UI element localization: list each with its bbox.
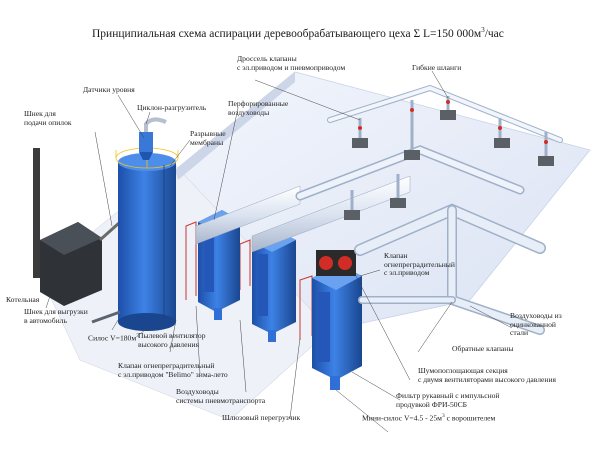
label-boiler: Котельная [6, 295, 40, 304]
label-line: Дроссель клапаны [237, 54, 297, 63]
label-silo: Силос V=180м3 [88, 332, 139, 343]
perforated-duct [195, 175, 411, 253]
label-line: Клапан огнепреградительный [118, 361, 215, 370]
label-line: высокого давления [138, 339, 200, 349]
label-line: огнепреградительный [384, 259, 455, 269]
label-line: Воздуховоды [176, 387, 219, 396]
label-sluice: Шлюзовый перегрузчик [222, 413, 301, 422]
label-line: с эл.приводом "Belimo" зима-лето [118, 369, 228, 379]
mini-silo-tail: с ворошителем [444, 413, 496, 423]
mini-silo-volume: Мини-силос V=4.5 - 25м [362, 413, 442, 423]
label-line: Пылевой вентилятор [138, 331, 206, 340]
label-line: Клапан [384, 251, 408, 260]
label-line: продувкой ФРИ-50СБ [396, 399, 468, 409]
label-line: Разрывные [190, 129, 226, 138]
label-line: с эл.приводом и пневмоприводом [237, 62, 346, 72]
label-mini-silo: Мини-силос V=4.5 - 25м3 с ворошителем [362, 412, 495, 423]
label-line: в автомобиль [24, 315, 67, 325]
label-line: Шнек для выгрузки [24, 307, 88, 316]
label-line: Перфорированные [228, 99, 289, 108]
silo [115, 147, 179, 331]
leader-lines [45, 70, 513, 433]
title-unit: /час [484, 27, 504, 40]
label-check-valves: Обратные клапаны [452, 344, 514, 353]
title-text: Принципиальная схема аспирации деревообр… [92, 27, 482, 40]
label-cyclone: Циклон-разгрузитель [137, 103, 207, 112]
label-line: воздуховоды [228, 107, 270, 117]
workshop-wall [175, 72, 295, 180]
label-line: мембраны [190, 137, 224, 147]
label-line: оцинкованной [510, 319, 556, 329]
label-line: Шнек для [24, 109, 56, 118]
chimney [33, 148, 40, 278]
silo-volume: Силос V=180м [88, 333, 137, 343]
title-sup: 3 [481, 26, 485, 34]
label-line: стали [510, 328, 529, 338]
label-line: Воздуховоды из [510, 311, 562, 320]
label-line: с двумя вентиляторами высокого давления [418, 374, 557, 384]
label-line: подачи опилок [24, 117, 72, 127]
label-line: Шумопоглощающая секция [418, 366, 508, 375]
mini-silos [214, 308, 340, 390]
damper-markers [358, 100, 548, 144]
mini-silo-sup: 3 [441, 413, 445, 419]
label-line: с эл.приводом [384, 268, 430, 278]
diagram-title: Принципиальная схема аспирации деревообр… [92, 26, 552, 40]
label-line: Фильтр рукавный с импульсной [396, 391, 500, 400]
boiler-house-roof [40, 222, 102, 255]
aspiration-ducts [295, 84, 563, 335]
silo-volume-sup: 3 [136, 333, 139, 339]
label-level-sensors: Датчики уровня [83, 85, 135, 94]
label-flex-hoses: Гибкие шланги [412, 63, 462, 72]
unload-screw [91, 310, 121, 324]
label-line: системы пневмотранспорта [176, 395, 266, 405]
woodworking-machines [344, 110, 554, 220]
filter-unit-3 [312, 264, 362, 380]
high-pressure-fans [316, 250, 356, 276]
